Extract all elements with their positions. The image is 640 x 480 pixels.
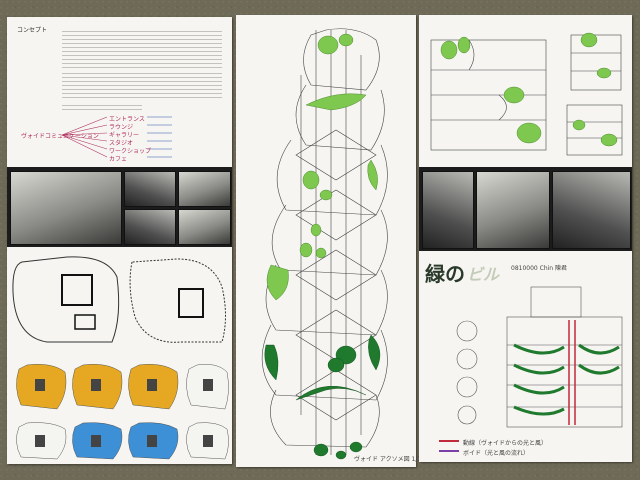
project-title-accent: ビル bbox=[467, 265, 500, 284]
right-photo-3 bbox=[552, 171, 631, 249]
diagram-root-label: ヴォイドコミュニケーション bbox=[21, 133, 99, 140]
axonometric-drawing bbox=[261, 28, 388, 460]
concept-heading: コンセプト bbox=[17, 27, 48, 34]
right-photo-2 bbox=[476, 171, 550, 249]
model-photo-4 bbox=[124, 209, 176, 245]
model-photo-3 bbox=[178, 171, 231, 207]
project-title: 緑の bbox=[425, 262, 465, 286]
axonometric-caption: ヴォイド アクソメ図 1/100 bbox=[354, 456, 429, 463]
concept-diagram bbox=[61, 116, 172, 158]
section-elevation-drawings bbox=[430, 32, 623, 156]
legend-purple-label: ボイド（光と風の流れ） bbox=[463, 450, 530, 457]
diagram-branch-3: ギャラリー bbox=[109, 132, 140, 139]
diagram-branch-2: ラウンジ bbox=[109, 124, 134, 131]
left-presentation-board: コンセプト ヴォイドコミュニケーション エントランス ラウンジ ギャラリー スタ… bbox=[7, 17, 232, 464]
right-presentation-board: 緑の ビル 0810000 Chin 陳君 bbox=[419, 15, 632, 462]
student-info: 0810000 Chin 陳君 bbox=[511, 265, 567, 272]
model-photo-5 bbox=[178, 209, 231, 245]
void-diagram bbox=[439, 286, 623, 452]
middle-presentation-board: ヴォイド アクソメ図 1/100 bbox=[236, 15, 429, 467]
model-photo-strip bbox=[7, 167, 232, 247]
concept-paragraph-1 bbox=[62, 31, 222, 69]
legend-red-label: 動線（ヴォイドからの光と風） bbox=[463, 440, 548, 447]
right-photo-1 bbox=[422, 171, 474, 249]
right-photo-strip bbox=[419, 167, 632, 251]
diagram-branch-1: エントランス bbox=[109, 116, 145, 123]
floor-plans bbox=[12, 256, 229, 460]
diagram-branch-6: カフェ bbox=[109, 156, 128, 163]
model-photo-2 bbox=[124, 171, 176, 207]
concept-paragraph-3 bbox=[62, 105, 142, 111]
concept-paragraph-2 bbox=[62, 73, 222, 101]
diagram-branch-4: スタジオ bbox=[109, 140, 134, 147]
diagram-branch-5: ワークショップ bbox=[109, 148, 152, 155]
model-photo-main bbox=[10, 171, 122, 245]
